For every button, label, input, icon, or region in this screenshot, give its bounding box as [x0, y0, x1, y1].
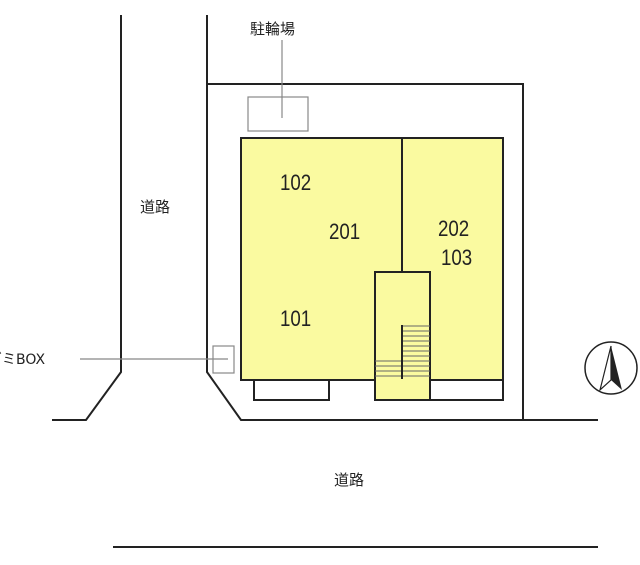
- bicycle-parking-label: 駐輪場: [250, 20, 296, 38]
- unit-label: 201: [329, 219, 361, 244]
- balcony-left: [253, 379, 330, 401]
- unit-label: 102: [280, 170, 312, 195]
- balcony-right: [429, 379, 504, 401]
- unit-label: 101: [280, 306, 312, 331]
- site-boundary-top-right: [207, 83, 524, 420]
- garbage-box-label: ゴミBOX: [0, 352, 46, 368]
- unit-label: 202: [438, 216, 470, 241]
- bicycle-parking-area: [247, 96, 309, 132]
- building: [240, 137, 504, 381]
- road-west-label: 道路: [140, 198, 171, 216]
- west-road-edge: [52, 15, 122, 421]
- site-boundary: [206, 15, 598, 421]
- unit-label: 103: [441, 245, 473, 270]
- north-arrow-icon: [584, 341, 638, 395]
- road-south-label: 道路: [334, 471, 365, 489]
